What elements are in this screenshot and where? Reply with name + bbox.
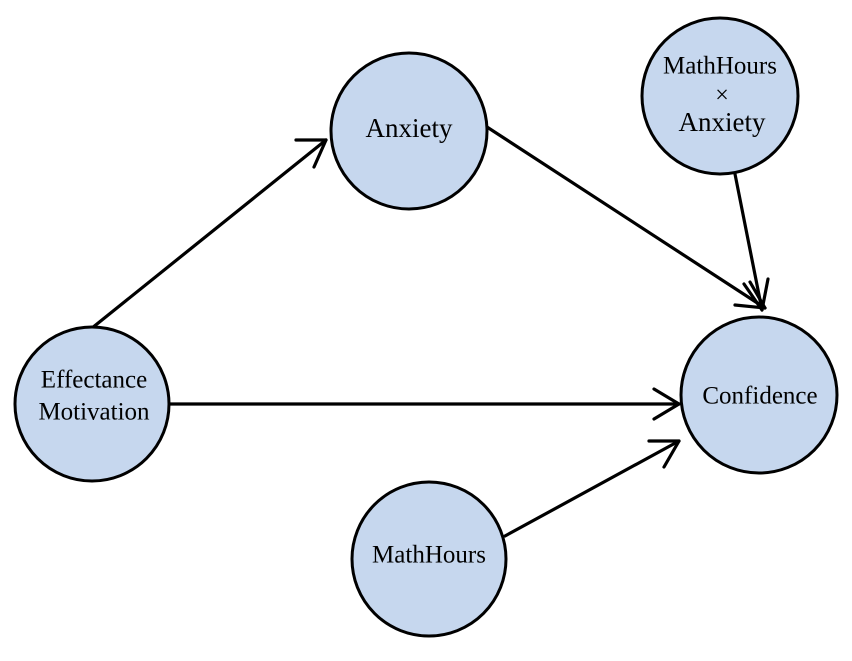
node-confidence: Confidence	[679, 315, 839, 475]
node-interaction-line2: Anxiety	[679, 107, 766, 137]
node-mathhours: MathHours	[350, 480, 508, 638]
node-effectance-line2: Motivation	[38, 399, 150, 426]
node-effectance-motivation: Effectance Motivation	[13, 325, 171, 483]
edge-interaction-to-confidence	[732, 167, 770, 312]
node-interaction-operator: ×	[715, 83, 729, 109]
edge-anxiety-to-confidence	[485, 125, 767, 310]
node-mathhours-x-anxiety: MathHours × Anxiety	[640, 16, 800, 176]
node-anxiety: Anxiety	[329, 51, 489, 211]
node-interaction-line1: MathHours	[663, 53, 777, 80]
node-confidence-label: Confidence	[702, 383, 817, 410]
edge-effectance-to-confidence	[167, 387, 681, 421]
node-effectance-line1: Effectance	[41, 367, 147, 394]
edge-effectance-to-anxiety	[90, 138, 328, 330]
node-mathhours-label: MathHours	[372, 542, 486, 569]
edge-mathhours-to-confidence	[503, 439, 681, 538]
node-anxiety-label: Anxiety	[366, 113, 453, 143]
